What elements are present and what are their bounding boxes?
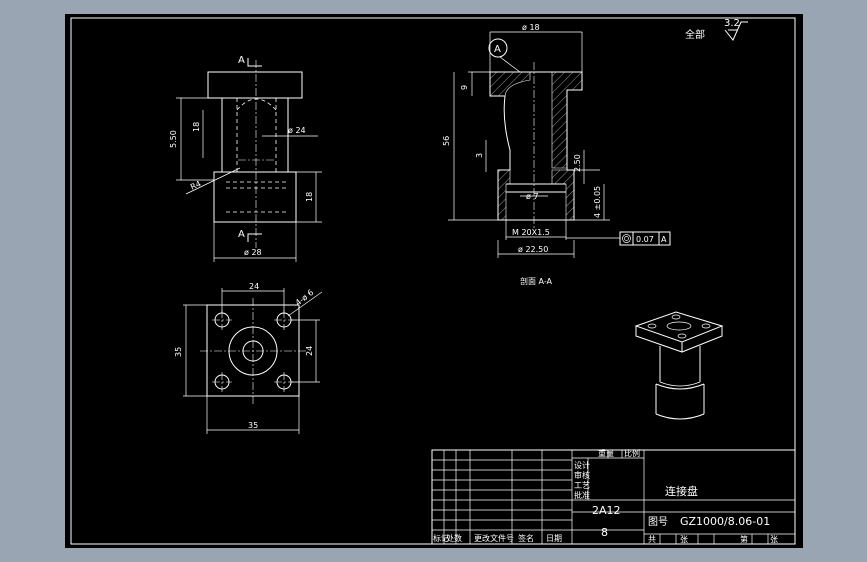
- section-mark-top: A: [238, 55, 245, 66]
- dim-chamfer: R4: [189, 179, 202, 192]
- dim-width: 35: [174, 347, 183, 357]
- title-block: 重量 比例 设计 审核 工艺 批准 连接盘 2A12 8 图号 GZ1000/8…: [431, 448, 796, 545]
- drawing-no-label: 图号: [648, 516, 668, 528]
- dim-flange: 9: [460, 85, 469, 90]
- top-view: 24 4-ø 6 35 24 35: [174, 282, 323, 434]
- col-label-change-doc: 更改文件号: [474, 533, 514, 543]
- dim-depth-top: 35: [248, 421, 258, 430]
- dim-wall: 2.50: [573, 154, 582, 172]
- roughness-label: 全部: [685, 28, 705, 41]
- section-mark-bottom: A: [238, 229, 245, 240]
- dim-top-dia: ø 18: [522, 23, 540, 32]
- section-callout: A: [494, 44, 501, 55]
- roughness-value: 3.2: [724, 18, 740, 29]
- dim-upper: 18: [192, 122, 201, 132]
- col-label-mark: 标记: [433, 533, 449, 543]
- section-callout-circle: [488, 38, 508, 58]
- bottom-label-sheet2: 张: [770, 535, 778, 544]
- side-label-process: 工艺: [574, 481, 590, 490]
- side-label-design: 设计: [574, 460, 590, 470]
- section-caption: 剖面 A-A: [520, 276, 553, 286]
- col-label-date: 日期: [546, 534, 562, 543]
- side-label-review: 审核: [574, 470, 590, 480]
- dim-depth: 4 ±0.05: [593, 186, 602, 218]
- dim-bore: ø 24: [288, 126, 306, 135]
- inner-frame: [70, 17, 796, 545]
- col-label-sign: 签名: [518, 533, 534, 543]
- drawing-number: GZ1000/8.06-01: [680, 515, 770, 528]
- dim-spacing-h: 24: [249, 282, 259, 291]
- scale-value: 8: [601, 526, 608, 539]
- dim-spacing-v: 24: [305, 346, 314, 356]
- side-label-approve: 批准: [574, 490, 590, 500]
- bottom-label-number: 第: [740, 534, 748, 544]
- roughness-symbol: 全部 3.2: [685, 18, 748, 41]
- material: 2A12: [592, 504, 621, 517]
- dim-base-dia: ø 28: [244, 248, 262, 257]
- section-view: A ø 18 9 56 3 2.50 ø 7 4 ±0.05 M 20X1.5 …: [442, 23, 671, 286]
- bottom-label-total: 共: [648, 535, 656, 544]
- dim-lower: 18: [305, 192, 314, 202]
- header-label-scale: 比例: [624, 448, 640, 458]
- bottom-label-sheet1: 张: [680, 535, 688, 544]
- dim-total-height: 5.50: [169, 130, 178, 148]
- dim-step: 3: [475, 153, 484, 158]
- dim-thread: M 20X1.5: [512, 228, 550, 237]
- tolerance-frame: 0.07 A: [566, 231, 671, 246]
- part-name: 连接盘: [665, 484, 698, 498]
- dim-inner: ø 7: [526, 192, 539, 201]
- dim-height: 56: [442, 136, 451, 146]
- front-view: A A 5.50 18 ø 24 R4 18 ø 28: [169, 55, 322, 262]
- header-label-weight: 重量: [598, 448, 614, 458]
- tolerance-datum: A: [661, 235, 667, 244]
- dim-outer: ø 22.50: [518, 245, 548, 254]
- tolerance-value: 0.07: [636, 235, 654, 244]
- isometric-view: [634, 311, 724, 420]
- col-label-count: 处数: [446, 533, 462, 543]
- drawing-sheet: [65, 14, 803, 548]
